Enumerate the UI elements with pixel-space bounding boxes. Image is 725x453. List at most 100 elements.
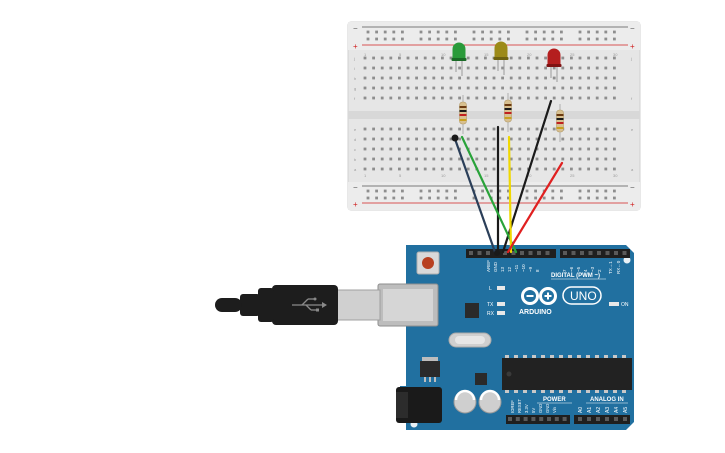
breadboard-hole[interactable] [518, 56, 522, 60]
breadboard-hole[interactable] [466, 86, 470, 90]
header-pin[interactable] [605, 417, 609, 421]
breadboard-hole[interactable] [441, 56, 444, 60]
breadboard-hole[interactable] [484, 56, 487, 60]
breadboard-hole[interactable] [423, 127, 427, 131]
breadboard[interactable]: − − + + − − + + j i h g f e d c b a j f … [347, 21, 641, 211]
breadboard-hole[interactable] [595, 196, 599, 200]
header-pin[interactable] [511, 251, 516, 255]
breadboard-hole[interactable] [389, 86, 393, 90]
breadboard-hole[interactable] [489, 30, 493, 34]
breadboard-hole[interactable] [441, 127, 444, 131]
breadboard-hole[interactable] [392, 30, 396, 34]
breadboard-hole[interactable] [498, 196, 502, 200]
breadboard-hole[interactable] [449, 86, 453, 90]
breadboard-hole[interactable] [475, 137, 479, 141]
header-pin[interactable] [503, 251, 507, 255]
breadboard-hole[interactable] [542, 30, 546, 34]
breadboard-hole[interactable] [534, 37, 537, 41]
power-header[interactable] [506, 415, 570, 424]
breadboard-hole[interactable] [432, 137, 436, 141]
breadboard-hole[interactable] [472, 196, 476, 200]
breadboard-hole[interactable] [436, 30, 440, 34]
breadboard-hole[interactable] [509, 56, 513, 60]
breadboard-hole[interactable] [441, 157, 444, 161]
header-pin[interactable] [528, 251, 533, 255]
breadboard-hole[interactable] [449, 167, 453, 171]
breadboard-hole[interactable] [604, 96, 608, 100]
breadboard-hole[interactable] [484, 147, 487, 151]
breadboard-hole[interactable] [372, 157, 375, 161]
breadboard-hole[interactable] [458, 76, 461, 80]
breadboard-hole[interactable] [613, 189, 616, 193]
reset-button-cap[interactable] [422, 257, 434, 269]
breadboard-hole[interactable] [458, 137, 461, 141]
breadboard-hole[interactable] [415, 76, 418, 80]
breadboard-hole[interactable] [415, 127, 418, 131]
breadboard-hole[interactable] [561, 157, 565, 161]
header-pin[interactable] [554, 417, 559, 421]
breadboard-hole[interactable] [389, 66, 393, 70]
breadboard-hole[interactable] [604, 137, 608, 141]
breadboard-hole[interactable] [436, 37, 440, 41]
wire-yellow[interactable] [507, 135, 513, 254]
breadboard-hole[interactable] [509, 147, 513, 151]
breadboard-hole[interactable] [389, 76, 393, 80]
breadboard-hole[interactable] [492, 127, 496, 131]
breadboard-hole[interactable] [372, 76, 375, 80]
breadboard-hole[interactable] [372, 86, 375, 90]
breadboard-hole[interactable] [389, 147, 393, 151]
breadboard-hole[interactable] [383, 37, 387, 41]
breadboard-hole[interactable] [475, 66, 479, 70]
breadboard-hole[interactable] [561, 167, 565, 171]
breadboard-hole[interactable] [578, 147, 582, 151]
led-green[interactable] [451, 42, 467, 77]
breadboard-hole[interactable] [375, 189, 378, 193]
breadboard-hole[interactable] [449, 66, 453, 70]
breadboard-hole[interactable] [363, 137, 367, 141]
breadboard-hole[interactable] [535, 56, 539, 60]
breadboard-hole[interactable] [501, 96, 504, 100]
breadboard-hole[interactable] [475, 56, 479, 60]
breadboard-hole[interactable] [484, 137, 487, 141]
breadboard-hole[interactable] [484, 66, 487, 70]
breadboard-hole[interactable] [372, 56, 375, 60]
breadboard-hole[interactable] [501, 86, 504, 90]
header-pin[interactable] [469, 251, 473, 255]
breadboard-hole[interactable] [423, 96, 427, 100]
led-yellow[interactable] [493, 41, 509, 75]
analog-header[interactable] [574, 415, 630, 424]
breadboard-hole[interactable] [578, 86, 582, 90]
breadboard-hole[interactable] [466, 127, 470, 131]
breadboard-hole[interactable] [578, 76, 582, 80]
breadboard-hole[interactable] [406, 147, 410, 151]
breadboard-hole[interactable] [578, 30, 582, 34]
breadboard-hole[interactable] [595, 147, 599, 151]
breadboard-hole[interactable] [535, 137, 539, 141]
breadboard-hole[interactable] [475, 86, 479, 90]
breadboard-hole[interactable] [595, 66, 599, 70]
digital-header-right[interactable] [560, 249, 630, 258]
breadboard-hole[interactable] [534, 196, 537, 200]
breadboard-hole[interactable] [527, 86, 530, 90]
breadboard-hole[interactable] [454, 189, 457, 193]
breadboard-hole[interactable] [363, 66, 367, 70]
breadboard-hole[interactable] [527, 137, 530, 141]
header-pin[interactable] [515, 417, 520, 421]
breadboard-hole[interactable] [432, 56, 436, 60]
breadboard-hole[interactable] [363, 127, 367, 131]
breadboard-hole[interactable] [406, 96, 410, 100]
breadboard-hole[interactable] [518, 127, 522, 131]
breadboard-hole[interactable] [552, 66, 556, 70]
breadboard-hole[interactable] [415, 137, 418, 141]
breadboard-hole[interactable] [518, 147, 522, 151]
breadboard-hole[interactable] [428, 196, 431, 200]
breadboard-hole[interactable] [458, 157, 461, 161]
breadboard-hole[interactable] [389, 96, 393, 100]
breadboard-hole[interactable] [432, 86, 436, 90]
wire-red[interactable] [506, 161, 564, 254]
breadboard-hole[interactable] [406, 76, 410, 80]
breadboard-hole[interactable] [525, 37, 529, 41]
breadboard-hole[interactable] [401, 189, 404, 193]
breadboard-hole[interactable] [570, 66, 573, 70]
breadboard-hole[interactable] [445, 196, 449, 200]
